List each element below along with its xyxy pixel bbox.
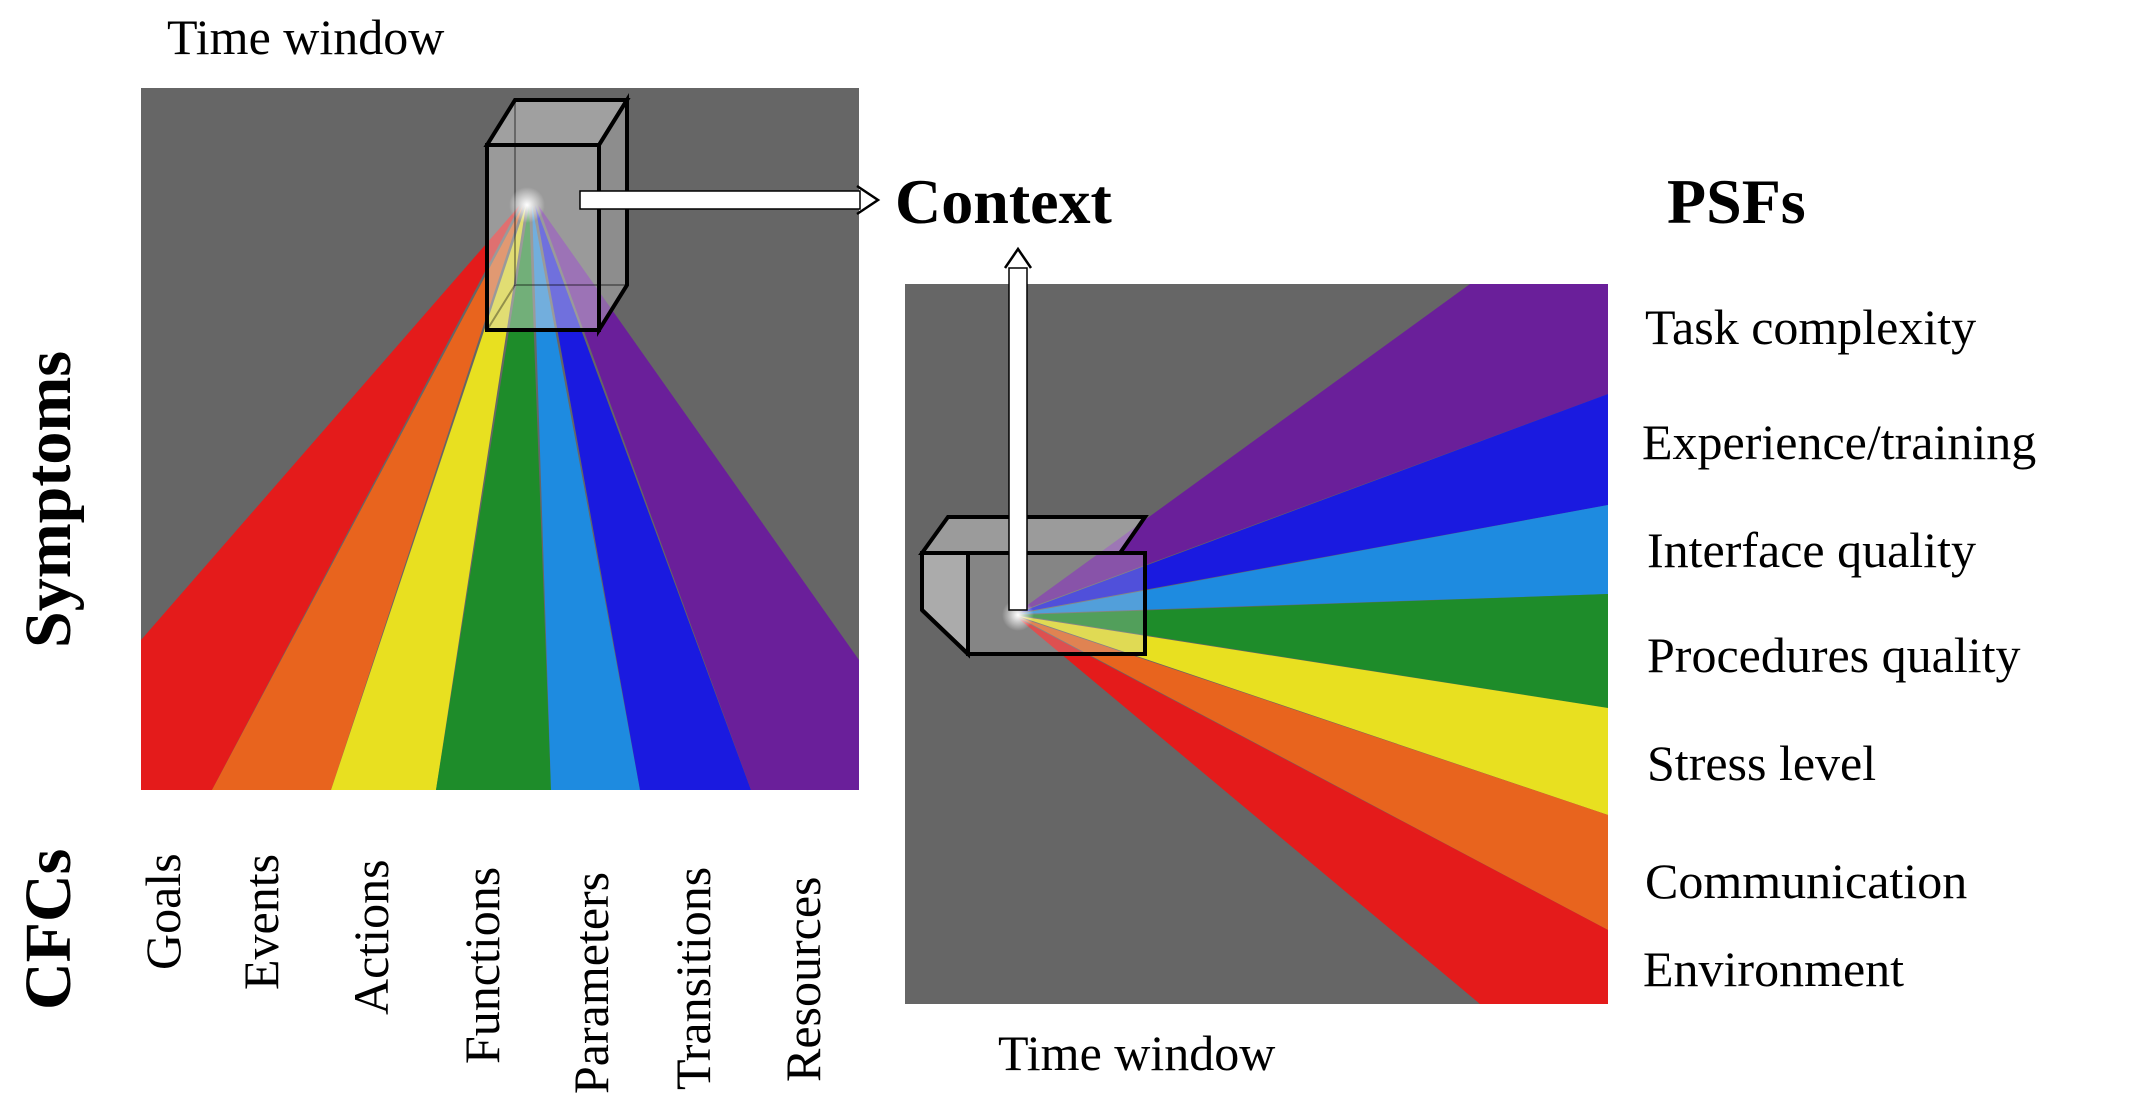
category-goals: Goals	[135, 853, 191, 970]
psf-task-complexity: Task complexity	[1645, 299, 1977, 355]
right-beam-orange	[1018, 617, 1608, 930]
left-cube-hidden-edges	[514, 100, 627, 286]
psf-experience-training: Experience/training	[1642, 414, 2037, 470]
left-beam-blue	[535, 205, 751, 790]
category-functions: Functions	[454, 866, 510, 1064]
right-cube	[918, 515, 1149, 659]
left-beam-purple	[538, 205, 859, 790]
right-beam-blue	[1018, 394, 1608, 613]
psf-procedures-quality: Procedures quality	[1647, 627, 2021, 683]
psf-stress-level: Stress level	[1647, 735, 1877, 791]
left-beam-green	[436, 205, 551, 790]
left-cube	[483, 93, 631, 337]
right-beam-green	[1018, 594, 1608, 708]
right-beam-yellow	[1018, 616, 1608, 815]
left-spectrum-beams	[141, 205, 859, 790]
category-transitions: Transitions	[665, 866, 721, 1090]
left-time-window-label: Time window	[167, 9, 445, 65]
psfs-heading: PSFs	[1667, 166, 1806, 237]
left-cube-side	[597, 93, 629, 337]
right-cube-front	[966, 551, 1147, 656]
right-spectrum-beams	[1018, 284, 1608, 1004]
right-beam-light-blue	[1018, 505, 1608, 614]
vertical-arrow-head	[1003, 246, 1033, 269]
category-parameters: Parameters	[563, 871, 619, 1094]
right-beam-red	[1018, 618, 1608, 1004]
right-panel	[905, 284, 1608, 1004]
left-beam-red	[141, 205, 520, 790]
psf-environment: Environment	[1643, 941, 1905, 997]
right-beam-purple	[1018, 284, 1608, 612]
left-cube-front	[485, 143, 601, 332]
left-beam-light-blue	[532, 205, 640, 790]
context-arrows	[579, 184, 1033, 611]
context-label: Context	[895, 166, 1112, 237]
psf-interface-quality: Interface quality	[1647, 522, 1976, 578]
left-light-source	[509, 187, 545, 223]
psf-communication: Communication	[1645, 853, 1968, 909]
symptoms-label: Symptoms	[12, 350, 85, 648]
right-time-window-label: Time window	[998, 1025, 1276, 1081]
category-actions: Actions	[343, 859, 399, 1015]
vertical-arrow-shaft	[1008, 267, 1028, 611]
right-cube-top	[918, 515, 1149, 555]
category-resources: Resources	[775, 876, 831, 1083]
left-beam-yellow	[331, 205, 526, 790]
category-events: Events	[233, 853, 289, 990]
left-beam-orange	[212, 205, 523, 790]
cfcs-label: CFCs	[12, 848, 85, 1010]
horizontal-arrow-shaft	[579, 190, 861, 210]
horizontal-arrow-head	[856, 184, 881, 216]
